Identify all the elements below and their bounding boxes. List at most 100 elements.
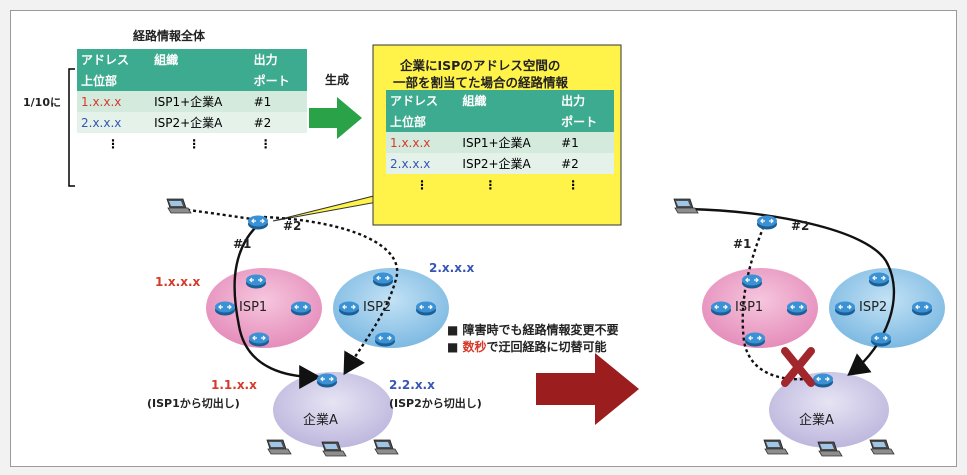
edge-router-icon — [247, 214, 269, 231]
client-laptop-icon — [166, 198, 192, 214]
cell-address: 1.x.x.x — [77, 91, 151, 112]
route-2-path — [263, 215, 399, 376]
port-2-label-right: #2 — [791, 219, 810, 233]
isp2-label-right: ISP2 — [859, 300, 888, 315]
router-icon — [372, 271, 394, 288]
note-text-2: で迂回経路に切替可能 — [486, 340, 607, 354]
cell-port: #1 — [249, 91, 307, 112]
isp1-address: 1.x.x.x — [155, 275, 201, 289]
col-header-port: 出力 — [557, 90, 614, 111]
table-row: 2.x.x.x ISP2+企業A #2 — [386, 153, 614, 174]
isp2-address: 2.x.x.x — [429, 261, 475, 275]
corp-a-label: 企業A — [303, 413, 338, 428]
callout-title-line2: 一部を割当てた場合の経路情報 — [393, 75, 569, 90]
corp-a-label-right: 企業A — [799, 413, 834, 428]
client-link — [180, 207, 259, 222]
ellipsis: ⋮ — [77, 133, 151, 154]
edge-router-icon — [756, 214, 778, 231]
note-highlight: 数秒 — [462, 340, 487, 354]
corp-address-2: 2.2.x.x — [389, 378, 435, 392]
route-1-path — [233, 227, 321, 389]
callout-routing-table: アドレス 組織 出力 上位部 ポート 1.x.x.x ISP1+企業A #1 2… — [386, 90, 614, 195]
cell-org: ISP2+企業A — [458, 153, 558, 174]
table-row: 1.x.x.x ISP1+企業A #1 — [77, 91, 307, 112]
router-icon — [744, 331, 766, 348]
isp2-label: ISP2 — [363, 300, 392, 315]
corp-a-cloud-right — [769, 372, 889, 448]
cell-address: 2.x.x.x — [77, 112, 151, 133]
laptop-icon — [763, 439, 789, 455]
table-header-row: アドレス 組織 出力 — [77, 49, 307, 70]
port-1-label: #1 — [233, 237, 252, 251]
isp1-label-right: ISP1 — [735, 300, 764, 315]
col-header-address: アドレス — [386, 90, 459, 111]
router-icon — [834, 300, 856, 317]
cell-address: 2.x.x.x — [386, 153, 459, 174]
diagram-frame: 経路情報全体 1/10に アドレス 組織 出力 上位部 ポート 1.x.x.x … — [10, 10, 957, 467]
col-header-org: 組織 — [150, 49, 250, 70]
cell-address: 1.x.x.x — [386, 132, 459, 153]
router-icon — [786, 300, 808, 317]
cell-org: ISP1+企業A — [150, 91, 250, 112]
cell-port: #1 — [557, 132, 614, 153]
ellipsis: ⋮ — [416, 177, 428, 192]
laptop-icon — [266, 439, 292, 455]
router-icon — [374, 331, 396, 348]
failure-x-icon — [781, 347, 815, 387]
col-header-port-sub: ポート — [557, 111, 614, 132]
table-ellipsis-row: ⋮ ⋮ ⋮ — [77, 133, 307, 154]
callout-title-line1: 企業にISPのアドレス空間の — [400, 58, 561, 73]
laptop-icon — [869, 439, 895, 455]
port-1-label-right: #1 — [733, 237, 752, 251]
note-line-2: ■ 数秒で迂回経路に切替可能 — [447, 338, 607, 355]
col-header-spacer — [458, 111, 558, 132]
isp1-label: ISP1 — [239, 300, 268, 315]
ellipsis: ⋮ — [150, 133, 250, 154]
isp2-cloud-right — [829, 268, 945, 348]
table-header-row: 上位部 ポート — [386, 111, 614, 132]
ellipsis: ⋮ — [567, 177, 580, 192]
corp-address-1-note: (ISP1から切出し) — [147, 397, 240, 410]
table-bracket — [68, 68, 75, 187]
route-1-failed-path — [741, 220, 807, 381]
port-2-label: #2 — [283, 219, 302, 233]
cell-org: ISP1+企業A — [458, 132, 558, 153]
isp2-cloud — [333, 268, 449, 348]
left-routing-table: アドレス 組織 出力 上位部 ポート 1.x.x.x ISP1+企業A #1 2… — [77, 49, 307, 154]
router-icon — [245, 273, 267, 290]
cell-port: #2 — [557, 153, 614, 174]
router-icon — [741, 273, 763, 290]
cell-port: #2 — [249, 112, 307, 133]
generate-arrow — [309, 97, 362, 139]
corp-address-2-note: (ISP2から切出し) — [389, 397, 482, 410]
corp-router-icon — [812, 372, 834, 389]
ellipsis: ⋮ — [249, 133, 307, 154]
client-laptop-icon — [673, 198, 699, 214]
corp-address-1: 1.1.x.x — [211, 378, 257, 392]
router-icon — [415, 300, 437, 317]
router-icon — [911, 300, 933, 317]
table-header-row: 上位部 ポート — [77, 70, 307, 91]
col-header-port-sub: ポート — [249, 70, 307, 91]
isp1-cloud-right — [702, 268, 818, 348]
col-header-address: アドレス — [77, 49, 151, 70]
laptop-icon — [373, 439, 399, 455]
col-header-address-sub: 上位部 — [386, 111, 459, 132]
table-row: 1.x.x.x ISP1+企業A #1 — [386, 132, 614, 153]
cell-org: ISP2+企業A — [150, 112, 250, 133]
note-bullet: ■ — [447, 340, 459, 354]
left-table-title: 経路情報全体 — [133, 29, 206, 43]
table-ellipsis-row: ⋮ ⋮ ⋮ — [386, 174, 614, 195]
transition-arrow — [536, 353, 639, 425]
router-icon — [248, 331, 270, 348]
note-line-1: ■ 障害時でも経路情報変更不要 — [447, 321, 619, 338]
callout-pointer-join — [426, 182, 481, 186]
col-header-org: 組織 — [458, 90, 558, 111]
ellipsis: ⋮ — [484, 177, 497, 192]
router-icon — [710, 300, 732, 317]
ratio-label: 1/10に — [23, 96, 61, 109]
router-icon — [290, 300, 312, 317]
router-icon — [338, 300, 360, 317]
router-icon — [870, 331, 892, 348]
router-icon — [868, 271, 890, 288]
